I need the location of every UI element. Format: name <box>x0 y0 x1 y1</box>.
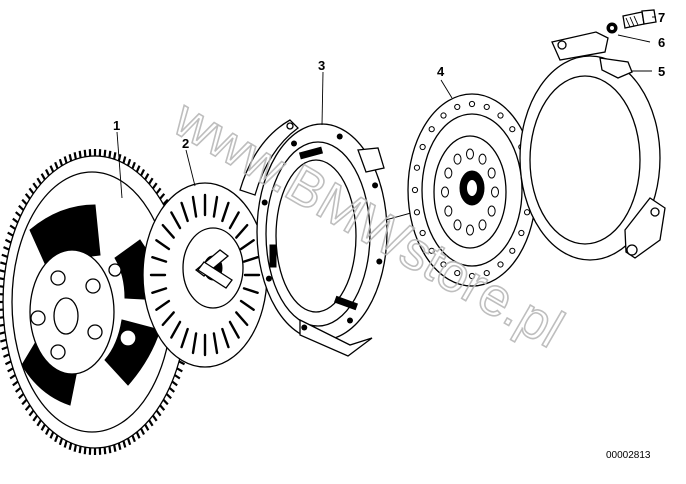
callout-1: 1 <box>113 118 120 133</box>
disc-radial-springs <box>149 193 261 357</box>
spring-disc <box>142 149 268 368</box>
callout-7: 7 <box>658 10 665 25</box>
leader-line-4 <box>440 79 453 99</box>
lock-washer <box>606 22 651 43</box>
callout-6: 6 <box>658 35 665 50</box>
callout-4: 4 <box>437 64 445 79</box>
callout-3: 3 <box>318 58 325 73</box>
friction-disc-inner-holes <box>441 148 499 236</box>
retaining-ring <box>519 31 666 261</box>
leader-line-6 <box>617 34 651 43</box>
callout-5: 5 <box>658 64 665 79</box>
flywheel <box>0 131 193 455</box>
callout-2: 2 <box>182 136 189 151</box>
flywheel-ring-gear-teeth <box>0 149 193 455</box>
document-number: 00002813 <box>606 450 651 461</box>
hex-bolt <box>622 9 657 29</box>
friction-disc <box>407 79 537 287</box>
pressure-plate-bolt-holes <box>261 133 383 331</box>
leader-line-1 <box>116 131 123 199</box>
leader-line-2 <box>185 149 196 187</box>
leader-line-3 <box>321 71 324 126</box>
pressure-plate <box>239 71 388 357</box>
